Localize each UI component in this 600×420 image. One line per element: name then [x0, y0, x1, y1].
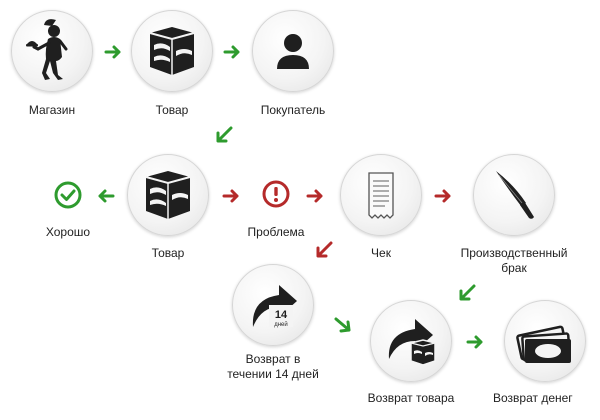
box-icon [149, 27, 195, 75]
label-defect-line1: Производственный [460, 246, 568, 260]
node-shop [11, 10, 93, 92]
exclamation-circle-icon [261, 179, 291, 209]
label-return-14: Возврат в течении 14 дней [213, 352, 333, 382]
label-receipt: Чек [371, 246, 391, 260]
shop-circle [11, 10, 93, 92]
node-return-14: 14 дней [232, 264, 314, 346]
label-defect: Производственный брак [444, 246, 584, 276]
node-money-return [504, 300, 586, 382]
badge-unit: дней [274, 321, 288, 328]
label-return-14-line1: Возврат в [245, 352, 301, 366]
label-goods-return: Возврат товара [367, 391, 455, 405]
arrow-goods-to-buyer [223, 42, 243, 62]
badge-number: 14 [275, 309, 288, 321]
label-goods-2: Товар [151, 246, 185, 260]
goods-return-circle [370, 300, 452, 382]
arrow-buyer-to-goods2 [214, 125, 234, 145]
waiter-icon [26, 19, 68, 80]
label-return-14-line2: течении 14 дней [227, 367, 319, 381]
knife-icon [496, 171, 534, 219]
goods-2-circle [127, 154, 209, 236]
node-goods-2 [127, 154, 209, 236]
defect-circle [473, 154, 555, 236]
buyer-circle [252, 10, 334, 92]
goods-1-circle [131, 10, 213, 92]
arrow-receipt-to-return14 [314, 240, 334, 260]
node-receipt [340, 154, 422, 236]
node-goods-1 [131, 10, 213, 92]
return-arrow-icon: 14 дней [252, 285, 297, 328]
receipt-circle [340, 154, 422, 236]
label-money-return: Возврат денег [493, 391, 573, 405]
arrow-receipt-to-defect [434, 186, 454, 206]
user-icon [277, 34, 309, 69]
receipt-icon [368, 172, 394, 219]
node-goods-return [370, 300, 452, 382]
node-buyer [252, 10, 334, 92]
arrow-return14-to-goods-return [333, 315, 353, 335]
label-good: Хорошо [45, 225, 91, 239]
check-circle-icon [53, 180, 83, 210]
label-goods-1: Товар [155, 103, 189, 117]
arrow-goods2-to-problem [222, 186, 242, 206]
banknotes-icon [516, 325, 571, 363]
return-box-icon [388, 319, 436, 366]
money-return-circle [504, 300, 586, 382]
label-defect-line2: брак [501, 261, 527, 275]
label-problem: Проблема [247, 225, 305, 239]
return-14-circle: 14 дней [232, 264, 314, 346]
box-icon [145, 171, 191, 219]
label-buyer: Покупатель [260, 103, 326, 117]
arrow-problem-to-receipt [306, 186, 326, 206]
arrow-shop-to-goods [104, 42, 124, 62]
arrow-goods2-to-good [95, 186, 115, 206]
arrow-defect-to-goods-return [457, 283, 477, 303]
node-defect [473, 154, 555, 236]
arrow-goods-return-to-money [466, 332, 486, 352]
label-shop: Магазин [28, 103, 76, 117]
